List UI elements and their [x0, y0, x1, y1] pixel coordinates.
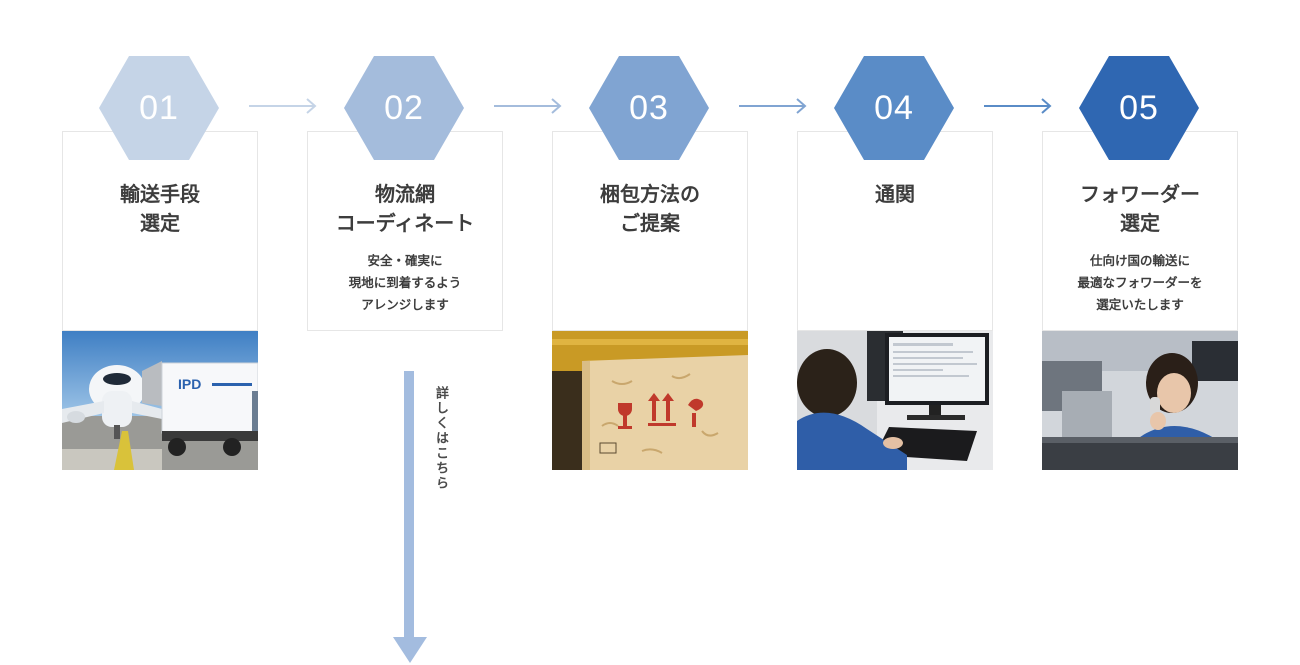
airplane-and-truck-photo: IPD [62, 331, 258, 470]
step-number: 02 [384, 88, 424, 127]
step-card [797, 131, 993, 331]
step-number: 03 [629, 88, 669, 127]
step-title: 通関 [875, 182, 915, 206]
step-description: 安全・確実に 現地に到着するよう アレンジします [348, 253, 462, 312]
step-number: 05 [1119, 88, 1159, 127]
step-title: 輸送手段 選定 [120, 182, 200, 235]
flow-arrow-right-icon [494, 98, 562, 114]
step-description: 仕向け国の輸送に 最適なフォワーダーを 選定いたします [1077, 253, 1203, 312]
arrow-down-icon[interactable] [393, 637, 427, 663]
step-number: 04 [874, 88, 914, 127]
step-card [307, 131, 503, 331]
flow-arrow-right-icon [984, 98, 1052, 114]
step-title: フォワーダー 選定 [1080, 182, 1200, 235]
forwarder-phone-call-photo [1042, 331, 1238, 470]
detail-link[interactable]: 詳しくはこちら [433, 386, 448, 491]
step-number: 01 [139, 88, 179, 127]
step-title: 物流網 コーディネート [335, 182, 475, 235]
step-05: 05 フォワーダー 選定 仕向け国の輸送に 最適なフォワーダーを 選定いたします [1042, 0, 1238, 665]
svg-text:IPD: IPD [178, 376, 201, 392]
step-card [552, 131, 748, 331]
step-02: 02 物流網 コーディネート 安全・確実に 現地に到着するよう アレンジします [307, 0, 503, 665]
detail-arrow-shaft[interactable] [404, 371, 414, 641]
step-card [1042, 131, 1238, 331]
step-card [62, 131, 258, 331]
step-04: 04 通関 [797, 0, 993, 665]
wooden-crate-photo [552, 331, 748, 470]
step-03: 03 梱包方法の ご提案 [552, 0, 748, 665]
customs-office-computer-photo [797, 331, 993, 470]
flow-arrow-right-icon [739, 98, 807, 114]
step-title: 梱包方法の ご提案 [600, 182, 700, 235]
step-01: 01 輸送手段 選定 IPD [62, 0, 258, 665]
flow-arrow-right-icon [249, 98, 317, 114]
